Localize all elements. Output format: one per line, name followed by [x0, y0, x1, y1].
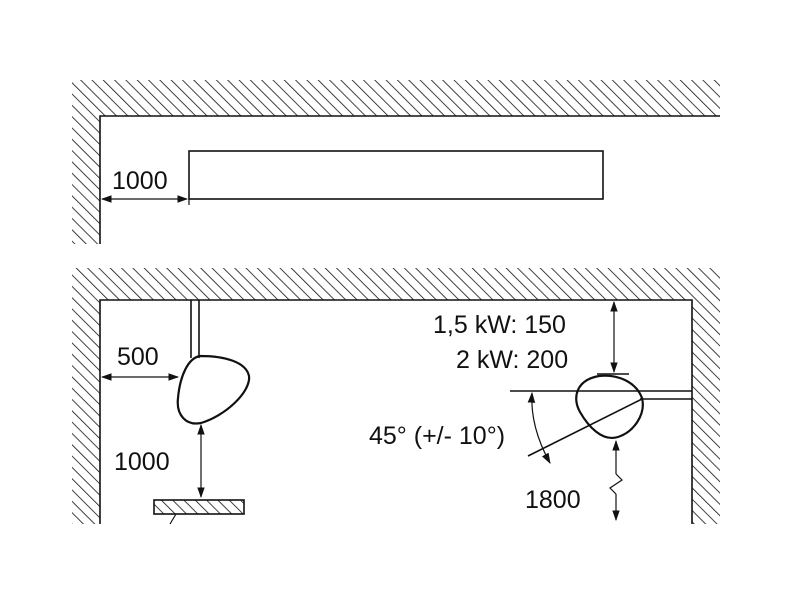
tilt-angle-label: 45° (+/- 10°) [369, 422, 505, 450]
top-ceiling-hatch [72, 80, 720, 116]
dimension-wall-to-heater-label: 1000 [112, 167, 168, 195]
dimension-side-clearance-label: 500 [117, 343, 159, 371]
bottom-detail [72, 268, 720, 524]
bottom-right-wall-hatch [692, 300, 720, 524]
heater-body-top-view [188, 150, 604, 200]
tilt-angle-arc [527, 391, 551, 464]
clearance-1-5kw-label: 1,5 kW: 150 [433, 311, 566, 339]
top-view: 1000 [72, 80, 720, 244]
mounting-height-label: 1800 [525, 486, 581, 514]
right-detail: 1,5 kW: 150 2 kW: 200 45° (+/- 10°) 1800 [369, 300, 692, 522]
floor-object-hatched [154, 500, 244, 514]
bottom-room-inner-edge [99, 299, 693, 524]
heater-axis-line [527, 398, 643, 457]
heater-head-ceiling [176, 354, 251, 425]
heater-head-wall [575, 374, 644, 440]
top-wall-hatch [72, 116, 100, 244]
clearance-2kw-label: 2 kW: 200 [456, 346, 568, 374]
top-wall-inner-edge [99, 115, 720, 244]
dimension-height-clearance-label: 1000 [114, 448, 170, 476]
dimension-break-mark [609, 473, 623, 495]
left-detail: 500 1000 [100, 300, 251, 525]
floor-object-outline [153, 499, 245, 515]
bottom-left-wall-hatch [72, 300, 100, 524]
floor-object-leader [169, 513, 177, 525]
bottom-ceiling-hatch [72, 268, 720, 300]
